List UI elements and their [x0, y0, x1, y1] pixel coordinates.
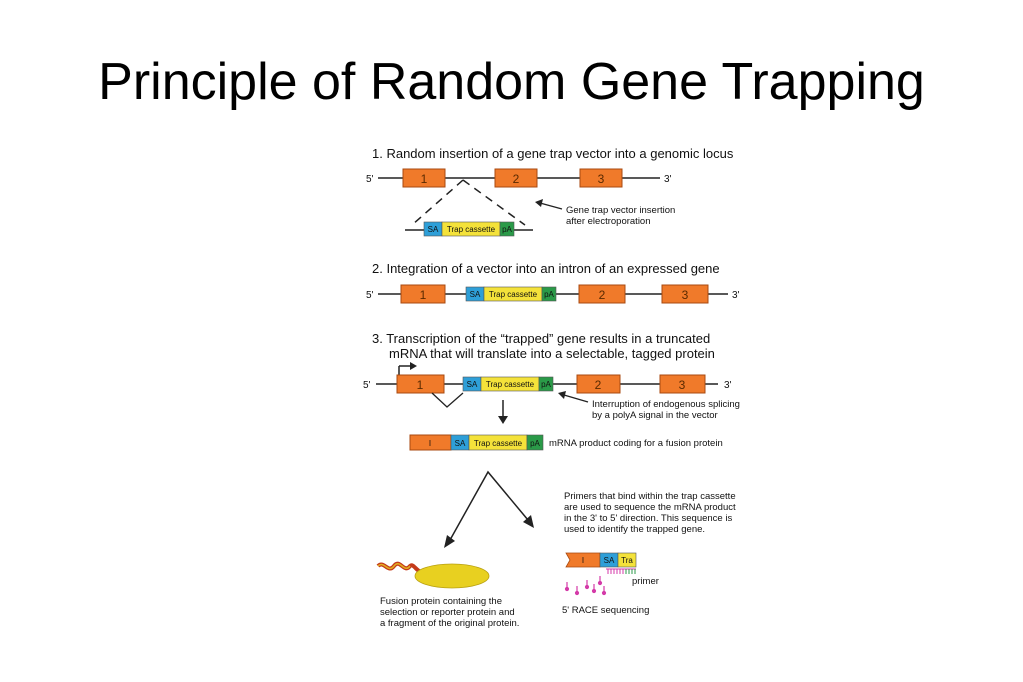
svg-text:pA: pA — [530, 439, 540, 448]
svg-text:2: 2 — [513, 172, 520, 186]
svg-text:1: 1 — [421, 172, 428, 186]
svg-text:Trap cassette: Trap cassette — [486, 380, 535, 389]
step3-note-line1: Interruption of endogenous splicing — [592, 399, 740, 410]
svg-text:pA: pA — [541, 380, 551, 389]
step1-exon-2: 2 — [494, 168, 538, 188]
step1-3prime: 3' — [664, 174, 672, 185]
step3-exon-1: 1 — [396, 374, 445, 394]
fusion-protein-graphic — [376, 561, 490, 589]
step3-3prime: 3' — [724, 380, 732, 391]
step3-5prime: 5' — [363, 380, 371, 391]
svg-text:SA: SA — [455, 439, 466, 448]
branch-lines — [449, 470, 529, 541]
step1-exon-1: 1 — [402, 168, 446, 188]
mrna-label: mRNA product coding for a fusion protein — [549, 438, 723, 449]
primers-note-line4: used to identify the trapped gene. — [564, 524, 705, 535]
step1-note-line2: after electroporation — [566, 216, 651, 227]
svg-text:Tra: Tra — [621, 556, 633, 565]
fusion-line2: selection or reporter protein and — [380, 607, 515, 618]
svg-text:I: I — [429, 439, 431, 448]
svg-text:Trap cassette: Trap cassette — [489, 290, 538, 299]
primer-ticks — [606, 568, 636, 574]
step2-5prime: 5' — [366, 290, 374, 301]
step2-3prime: 3' — [732, 290, 740, 301]
primers-note-line3: in the 3' to 5' direction. This sequence… — [564, 513, 732, 524]
right-arrowhead-icon — [523, 515, 534, 528]
race-label: 5' RACE sequencing — [562, 605, 649, 616]
step3-exon-2: 2 — [576, 374, 621, 394]
step3-heading-line2: mRNA that will translate into a selectab… — [389, 346, 715, 361]
step3-note-line2: by a polyA signal in the vector — [592, 410, 718, 421]
svg-text:3: 3 — [682, 288, 689, 302]
insertion-dash-left — [411, 179, 464, 226]
primers-note-line2: are used to sequence the mRNA product — [564, 502, 736, 513]
left-arrowhead-icon — [444, 535, 455, 548]
splice-line — [431, 392, 464, 408]
svg-text:SA: SA — [604, 556, 615, 565]
splicing-note-arrow — [558, 391, 589, 403]
step1-5prime: 5' — [366, 174, 374, 185]
down-arrow-icon — [498, 400, 508, 424]
svg-text:Trap cassette: Trap cassette — [474, 439, 523, 448]
svg-text:3: 3 — [679, 378, 686, 392]
svg-text:2: 2 — [595, 378, 602, 392]
primer-label: primer — [632, 576, 659, 587]
svg-text:2: 2 — [599, 288, 606, 302]
step3-heading-line1: 3. Transcription of the “trapped” gene r… — [372, 331, 710, 346]
svg-text:pA: pA — [544, 290, 554, 299]
svg-text:3: 3 — [598, 172, 605, 186]
svg-text:I: I — [582, 556, 584, 565]
step2-cassette: SA Trap cassette pA — [465, 286, 557, 302]
primers-note-line1: Primers that bind within the trap casset… — [564, 491, 736, 502]
svg-text:SA: SA — [428, 225, 439, 234]
svg-text:1: 1 — [420, 288, 427, 302]
svg-text:1: 1 — [417, 378, 424, 392]
step2-exon-2: 2 — [578, 284, 626, 304]
svg-text:SA: SA — [467, 380, 478, 389]
step1-note-line1: Gene trap vector insertion — [566, 205, 675, 216]
primer-marks — [564, 576, 607, 596]
step3-cassette: SA Trap cassette pA — [462, 376, 554, 392]
svg-text:pA: pA — [502, 225, 512, 234]
step1-heading: 1. Random insertion of a gene trap vecto… — [372, 146, 734, 161]
step3-exon-3: 3 — [659, 374, 706, 394]
fusion-line3: a fragment of the original protein. — [380, 618, 519, 629]
svg-text:SA: SA — [470, 290, 481, 299]
step1-exon-3: 3 — [579, 168, 623, 188]
fusion-line1: Fusion protein containing the — [380, 596, 502, 607]
svg-text:Trap cassette: Trap cassette — [447, 225, 496, 234]
slide-title: Principle of Random Gene Trapping — [98, 53, 925, 111]
step2-exon-1: 1 — [400, 284, 446, 304]
race-fragment: I SA Tra — [565, 552, 637, 568]
step2-heading: 2. Integration of a vector into an intro… — [372, 261, 720, 276]
mrna-product: I SA Trap cassette pA — [409, 434, 544, 451]
vector-cassette: SA Trap cassette pA — [423, 221, 515, 237]
step2-exon-3: 3 — [661, 284, 709, 304]
insertion-arrow — [535, 199, 563, 210]
insertion-dash-right — [462, 179, 526, 226]
